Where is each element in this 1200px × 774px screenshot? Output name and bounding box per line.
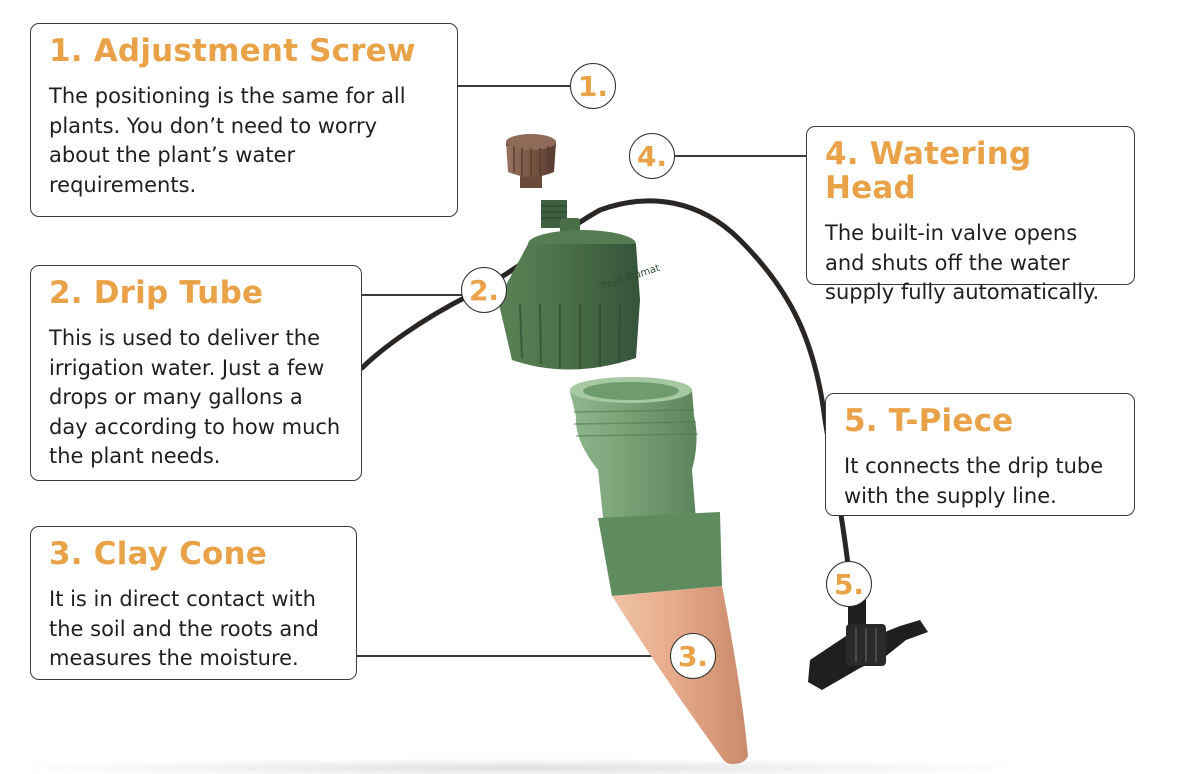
badge-4: 4. <box>629 133 675 179</box>
connector-lines <box>357 85 806 657</box>
card-drip-tube: 2. Drip Tube This is used to deliver the… <box>30 265 362 481</box>
card-title: 1. Adjustment Screw <box>49 33 416 69</box>
card-title: 2. Drip Tube <box>49 275 264 311</box>
card-description: It is in direct contact with the soil an… <box>49 587 319 670</box>
card-description: The built-in valve opens and shuts off t… <box>825 221 1100 304</box>
card-description: This is used to deliver the irrigation w… <box>49 326 341 468</box>
card-description: It connects the drip tube with the suppl… <box>844 454 1104 508</box>
badge-2: 2. <box>461 267 507 313</box>
card-t-piece: 5. T-Piece It connects the drip tube wit… <box>825 393 1135 516</box>
card-watering-head: 4. Watering Head The built-in valve open… <box>806 126 1135 304</box>
badge-5: 5. <box>826 561 872 607</box>
card-adjustment-screw: 1. Adjustment Screw The positioning is t… <box>30 23 458 217</box>
watering-head-shape: Tropf Blumat <box>498 200 661 370</box>
badge-3: 3. <box>670 633 716 679</box>
card-clay-cone: 3. Clay Cone It is in direct contact wit… <box>30 526 357 680</box>
card-title: 5. T-Piece <box>844 403 1014 439</box>
ground-shadow <box>0 758 1040 774</box>
card-description: The positioning is the same for all plan… <box>49 84 406 197</box>
card-title: 4. Watering Head <box>825 136 1032 206</box>
t-piece-shape <box>808 598 928 690</box>
card-title: 3. Clay Cone <box>49 536 268 572</box>
badge-1: 1. <box>570 63 616 109</box>
adjustment-screw-shape <box>506 134 556 188</box>
reservoir-shape <box>570 377 722 596</box>
